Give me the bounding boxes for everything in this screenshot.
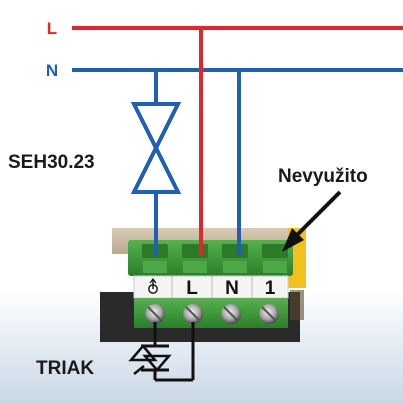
terminal-label-1: 1	[265, 278, 276, 299]
terminal-ridge	[143, 261, 167, 273]
label-n: N	[46, 61, 58, 80]
unused-label: Nevyužito	[278, 166, 368, 187]
terminal-slot	[262, 244, 288, 258]
valve-label: SEH30.23	[8, 152, 95, 173]
terminal-slot	[182, 244, 208, 258]
terminal-screws	[145, 304, 279, 324]
thermostat-symbol-icon	[148, 278, 158, 294]
triac-symbol-icon	[128, 344, 172, 375]
terminal-slot	[222, 244, 248, 258]
label-l: L	[47, 19, 57, 38]
terminal-label-l: L	[186, 278, 198, 299]
terminal-photo: L N 1	[100, 228, 306, 342]
terminal-block-top	[128, 240, 293, 276]
triak-circuit	[128, 322, 195, 382]
arrow-head-icon	[282, 228, 304, 252]
terminal-label-n: N	[225, 278, 239, 299]
terminal-ridge	[183, 261, 207, 273]
triak-label: TRIAK	[36, 358, 94, 379]
valve-symbol-icon	[130, 102, 182, 153]
valve-actuator	[130, 70, 182, 256]
pcb-shadow	[290, 290, 304, 320]
terminal-ridge	[223, 261, 247, 273]
callout-arrow	[282, 190, 342, 252]
terminal-ridge	[263, 261, 287, 273]
